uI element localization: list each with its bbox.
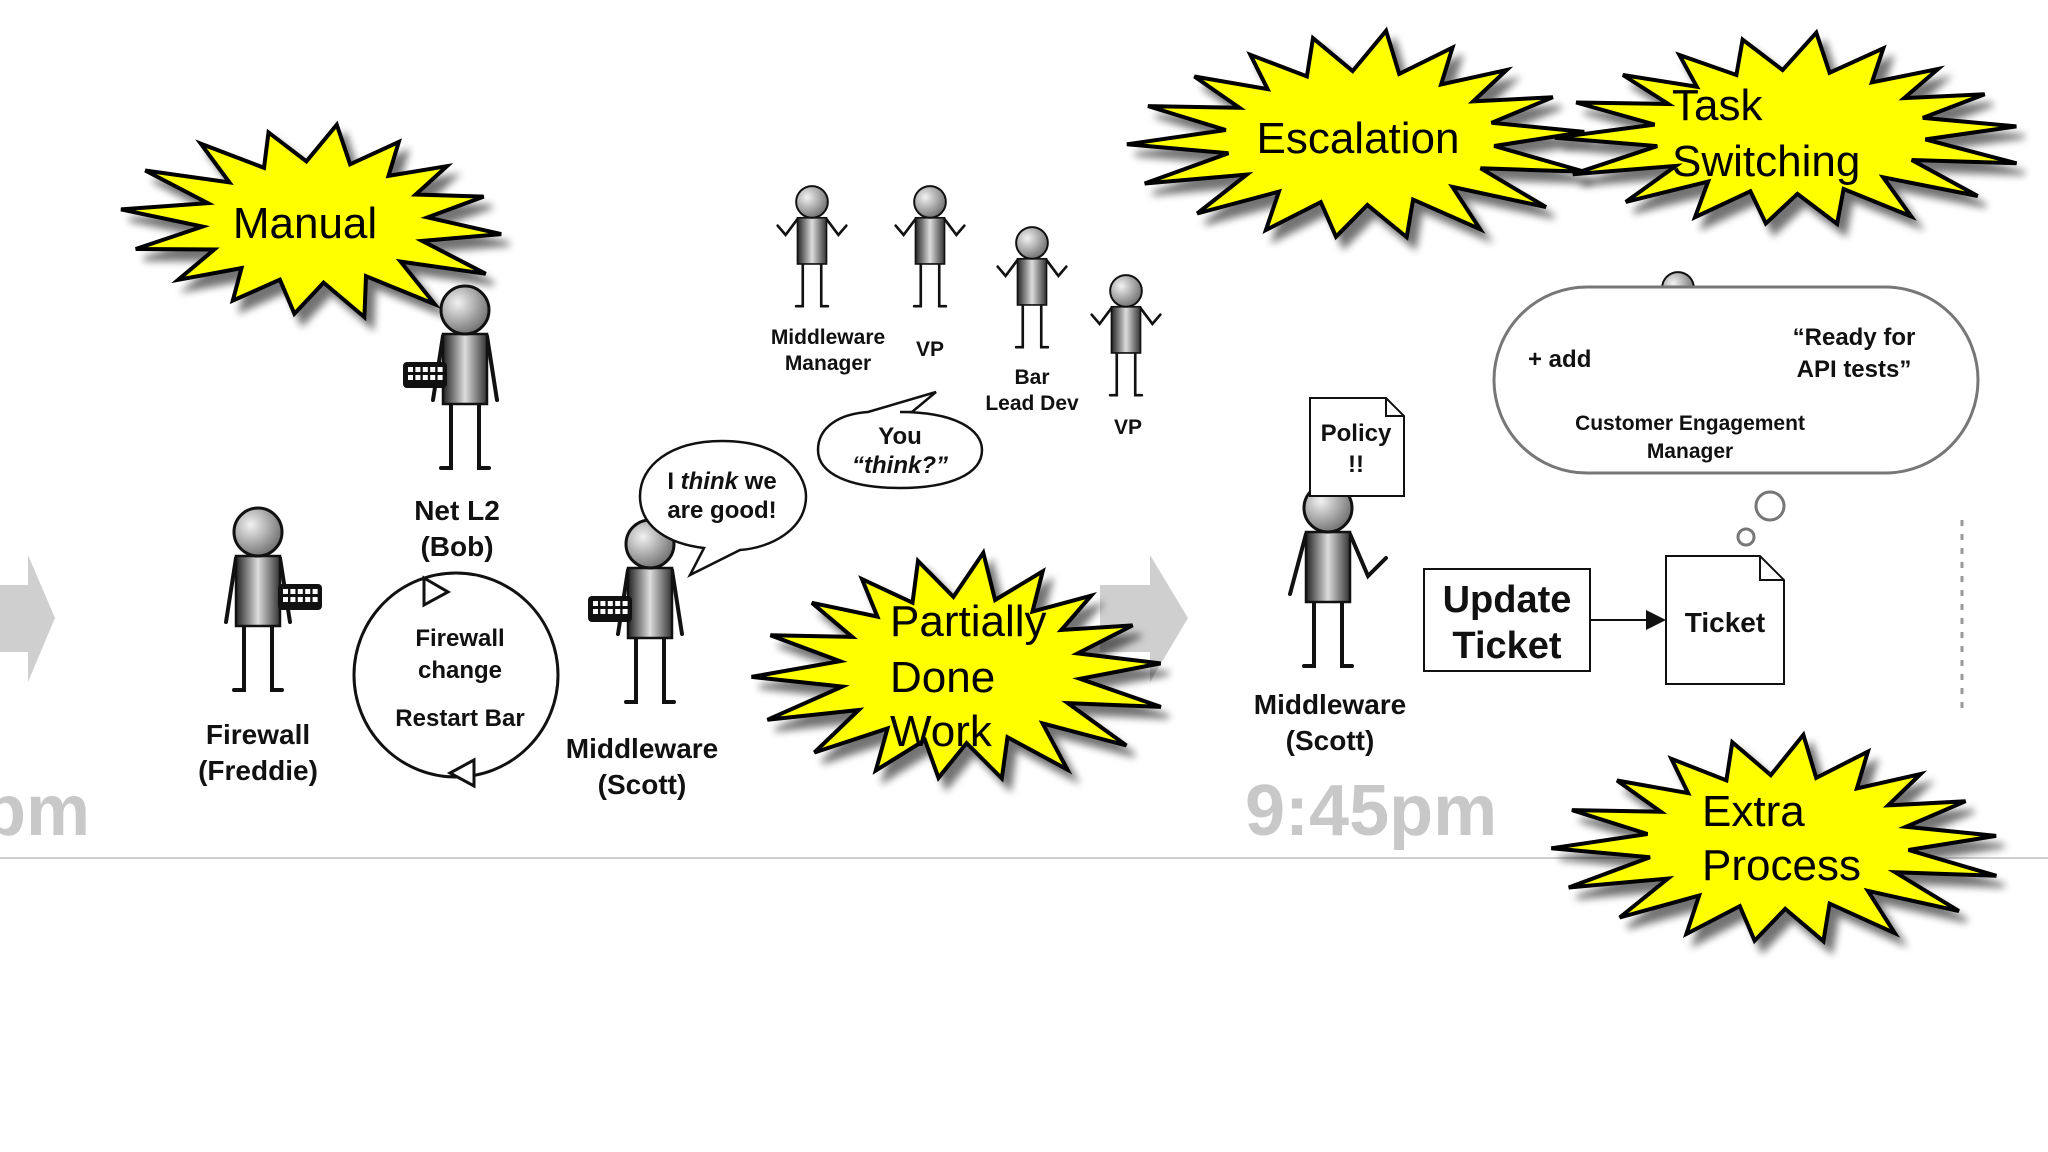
speech-you-line1: You (878, 423, 922, 450)
burst-task-switching-line2: Switching (1672, 137, 1860, 186)
label-cem-2: Manager (1647, 440, 1733, 463)
burst-manual-label: Manual (233, 199, 377, 248)
label-middleware-left-2: (Scott) (598, 769, 687, 800)
thought-cloud-shape (1492, 285, 1980, 475)
time-right: 9:45pm (1245, 771, 1497, 851)
figure-bar-lead-dev (996, 226, 1068, 349)
ticket-label: Ticket (1685, 607, 1765, 638)
label-cem-1: Customer Engagement (1575, 412, 1805, 435)
thought-dot-large (1754, 490, 1786, 522)
speech-think-line2: are good! (667, 497, 776, 524)
burst-escalation: Escalation (1126, 26, 1586, 241)
burst-extra-line2: Process (1702, 841, 1861, 890)
burst-partially-done-work: Partially Done Work (751, 547, 1162, 783)
label-middleware-manager-2: Manager (785, 352, 871, 375)
update-ticket-box: Update Ticket (1423, 568, 1591, 672)
cycle-arrowhead-top (422, 575, 452, 608)
label-vp-1: VP (916, 338, 944, 361)
label-bar-lead-dev-2: Lead Dev (985, 392, 1079, 415)
figure-net-l2 (403, 284, 499, 470)
time-left: pm (0, 771, 90, 851)
speech-think-emphasis: think (681, 468, 740, 495)
cycle-line1: Firewall (415, 625, 504, 652)
burst-manual: Manual (120, 120, 502, 322)
label-bar-lead-dev-1: Bar (1014, 366, 1049, 389)
speech-you-line2: “think?” (852, 452, 948, 479)
speech-bubble-you: You “think?” (816, 390, 984, 490)
update-ticket-line1: Update (1443, 579, 1572, 621)
label-vp-2: VP (1114, 416, 1142, 439)
figure-middleware-right (1288, 482, 1388, 668)
burst-task-switching-line1: Task (1672, 81, 1763, 130)
burst-partially-line1: Partially (890, 597, 1047, 646)
speech-bubble-think-shape (638, 439, 808, 578)
policy-line2: !! (1348, 451, 1364, 478)
burst-extra-process: Extra Process (1551, 730, 1997, 946)
thought-cloud: + add “Ready for API tests” Customer Eng… (1492, 285, 1980, 547)
label-middleware-right-1: Middleware (1254, 689, 1406, 720)
cycle-arrowhead-bottom (446, 757, 476, 789)
update-ticket-line2: Ticket (1452, 625, 1561, 667)
cycle-diagram: Firewall change Restart Bar (352, 571, 560, 789)
thought-quote-line2: API tests” (1797, 356, 1912, 383)
figure-middleware-manager (776, 185, 848, 308)
label-firewall-1: Firewall (206, 719, 310, 750)
thought-add: + add (1528, 346, 1591, 373)
label-firewall-2: (Freddie) (198, 755, 318, 786)
burst-escalation-label: Escalation (1256, 114, 1459, 163)
policy-line1: Policy (1321, 420, 1392, 447)
burst-task-switching: Task Switching (1554, 28, 2018, 228)
burst-partially-line3: Work (890, 707, 993, 756)
label-middleware-manager-1: Middleware (771, 326, 885, 349)
burst-partially-line2: Done (890, 653, 995, 702)
speech-bubble-you-shape (816, 390, 984, 490)
timeline-arrow-left (0, 555, 55, 682)
label-net-l2-2: (Bob) (420, 531, 493, 562)
policy-document: Policy !! (1309, 397, 1405, 497)
cycle-line2: change (418, 657, 502, 684)
speech-think-line1: I think we (667, 468, 776, 495)
label-middleware-right-2: (Scott) (1286, 725, 1375, 756)
label-net-l2-1: Net L2 (414, 495, 500, 526)
thought-dot-small (1736, 527, 1756, 547)
speech-bubble-think: I think we are good! (638, 439, 808, 578)
thought-quote-line1: “Ready for (1793, 324, 1916, 351)
burst-extra-line1: Extra (1702, 787, 1805, 836)
figure-firewall (224, 506, 322, 692)
timeline-arrow-middle (1100, 555, 1188, 682)
figure-middleware-left (588, 518, 684, 704)
figure-vp-1 (894, 185, 966, 308)
figure-vp-2 (1090, 274, 1162, 397)
cycle-line3: Restart Bar (395, 705, 524, 732)
label-middleware-left-1: Middleware (566, 733, 718, 764)
ticket-document: Ticket (1665, 555, 1785, 685)
